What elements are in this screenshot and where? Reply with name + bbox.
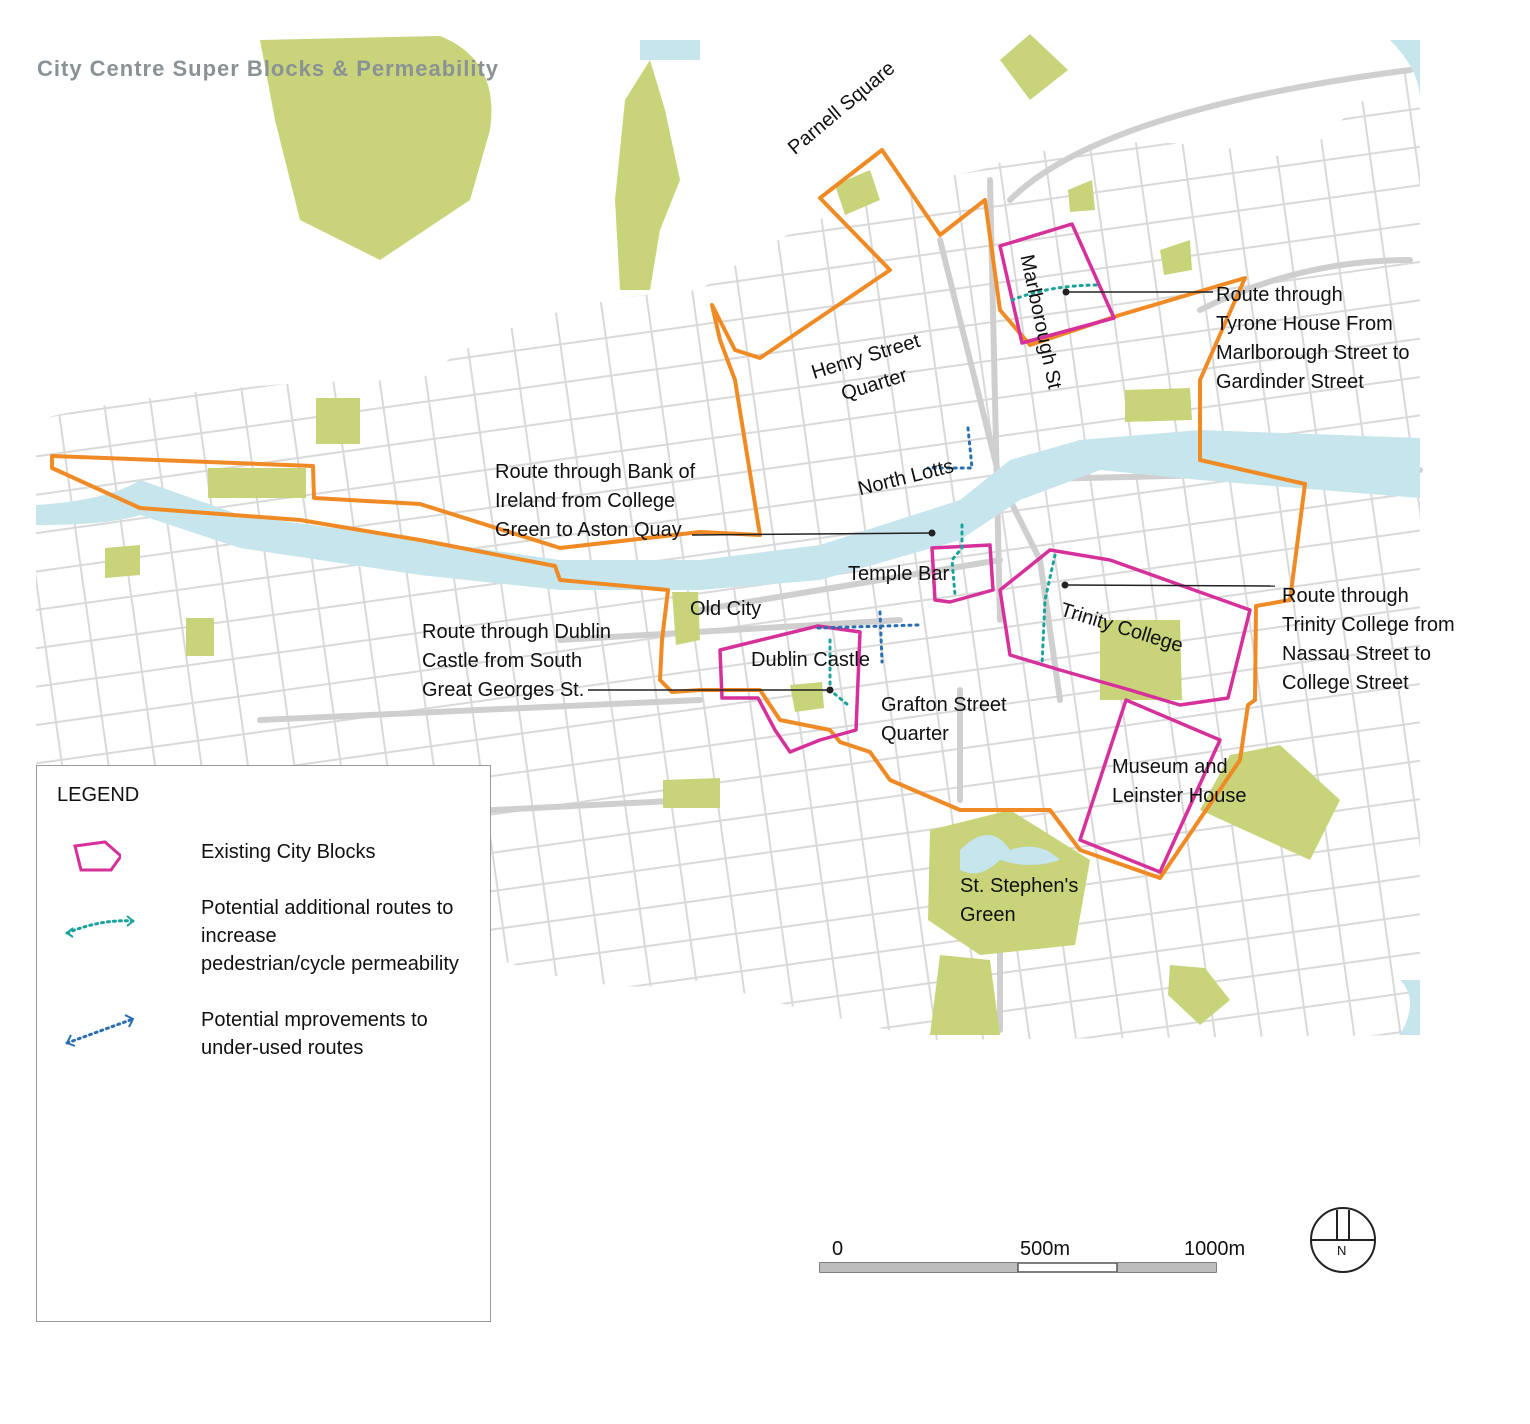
park-garden-remembrance [1125,388,1192,422]
river-top [640,40,700,60]
block-trinity [998,548,1252,707]
north-arrow-icon [1310,1207,1376,1273]
label-temple-bar: Temple Bar [848,563,950,585]
leader-dot-castle [826,686,834,694]
scale-tick-0: 0 [832,1238,844,1260]
coast-bottom [1400,980,1420,1035]
block-dublin-castle [718,624,862,754]
scale-tick-1000: 1000m [1184,1238,1246,1260]
legend-box: LEGEND Existing City Blocks Potential ad… [36,765,491,1322]
label-bank-route: Route through Bank of Ireland from Colle… [495,461,696,541]
city-blocks [718,222,1252,874]
park-castle [790,682,824,712]
coast [1390,40,1420,100]
park-old-city [672,592,700,645]
route-dame-st-2 [878,610,884,664]
legend-title: LEGEND [57,784,140,806]
park-south-west [663,778,720,808]
legend-item-additional: Potential additional routes to increase … [201,897,459,975]
label-grafton-street: Grafton Street Quarter [881,694,1007,745]
merrion-square [1200,745,1340,860]
legend-item-blocks: Existing City Blocks [201,841,376,863]
block-tyrone [998,222,1116,345]
leader-lines [588,291,1276,691]
leader-bank [691,532,933,536]
block-museum [1078,698,1222,874]
scale-tick-500: 500m [1020,1238,1071,1260]
north-label: N [1337,1243,1347,1258]
route-north-lotts [926,426,974,470]
label-castle-route: Route through Dublin Castle from South G… [422,621,612,701]
phoenix-park [260,36,492,260]
stephens-green-pond [960,835,1060,874]
trinity-green [1100,620,1182,700]
map-title: City Centre Super Blocks & Permeability [37,56,500,81]
route-temple-bar [950,523,964,597]
north-quarter-outline [50,148,1307,880]
park-west-2 [105,545,140,578]
route-tyrone [1010,283,1102,302]
route-dame-st [816,623,920,630]
park-top-right [1000,34,1068,100]
park-quay [208,468,306,498]
park-north-strip [615,60,680,290]
parnell-park [835,170,880,215]
label-dublin-castle: Dublin Castle [751,649,870,671]
route-trinity [1040,553,1057,667]
leader-dot-tyrone [1062,288,1070,296]
label-museum: Museum and Leinster House [1112,756,1247,807]
park-mountjoy [1068,180,1095,212]
blue-dotted-arrow-icon [65,1014,135,1047]
river-liffey [36,430,1420,590]
leader-dot-trinity [1061,581,1069,589]
label-stephens-green: St. Stephen's Green [960,875,1079,926]
park-south-1 [930,955,1000,1035]
quarter-outlines [50,148,1307,880]
label-old-city: Old City [690,598,762,620]
leader-dot-bank [928,529,936,537]
park-west-3 [186,618,214,656]
label-trinity-route: Route through Trinity College from Nassa… [1282,585,1455,694]
parks [105,34,1340,1035]
legend-item-improvement: Potential mprovements to under-used rout… [201,1009,428,1059]
pink-block-icon [73,840,121,872]
scale-bar [819,1262,1217,1273]
label-tyrone-route: Route through Tyrone House From Marlboro… [1216,284,1410,393]
improvement-routes [816,426,974,664]
park-small-ne [1160,240,1192,275]
leader-trinity [1064,584,1276,587]
park-west-1 [316,398,360,444]
teal-dotted-arrow-icon [65,915,135,938]
park-south-2 [1168,965,1230,1025]
block-temple-bar [930,543,995,604]
